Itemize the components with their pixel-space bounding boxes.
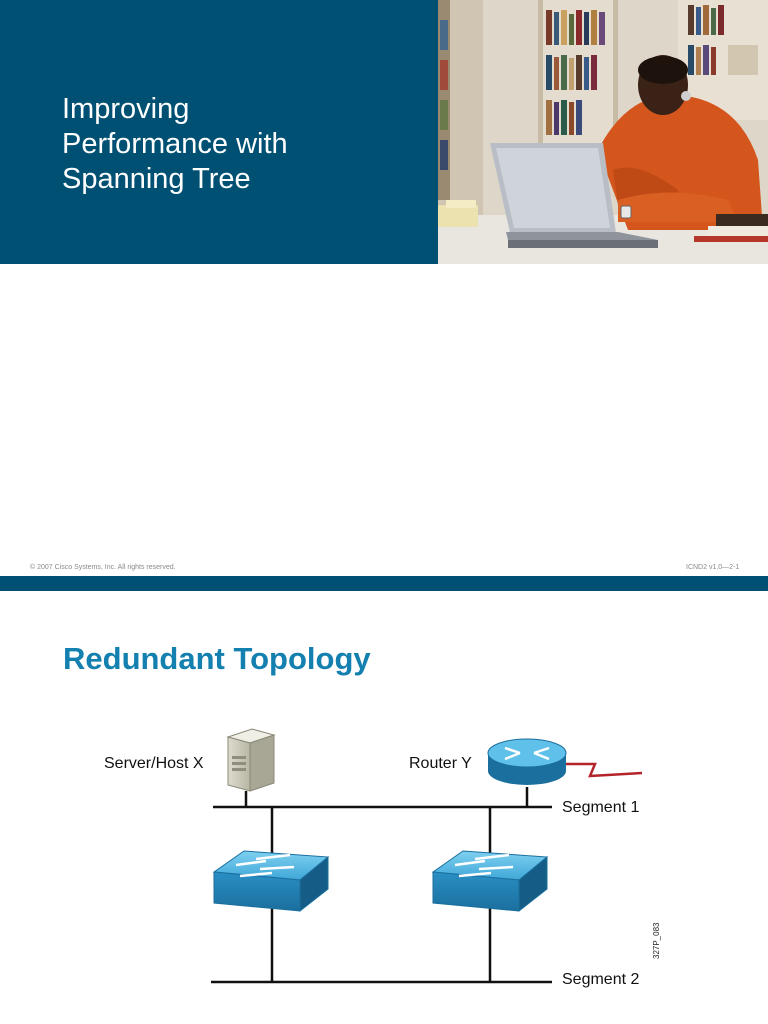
switch-icon — [212, 850, 330, 913]
redundant-topology-slide: Redundant Topology — [0, 591, 768, 1024]
slide-title-line-2: Performance with — [62, 128, 288, 160]
router-icon — [487, 738, 567, 785]
server-host-label: Server/Host X — [104, 755, 204, 772]
router-label: Router Y — [409, 755, 472, 772]
wan-link — [562, 762, 643, 778]
slide-title-line-1: Improving — [62, 93, 190, 125]
title-banner: Improving Performance with Spanning Tree — [0, 0, 438, 264]
slide-title: Redundant Topology — [63, 641, 371, 676]
server-icon — [226, 728, 276, 792]
slide-divider-bar — [0, 576, 768, 591]
segment-2-label: Segment 2 — [562, 971, 640, 988]
copyright-footer: © 2007 Cisco Systems, Inc. All rights re… — [30, 564, 176, 571]
segment-1-label: Segment 1 — [562, 799, 640, 816]
figure-code: 327P_083 — [652, 922, 661, 959]
slide-number-footer: ICND2 v1.0—2-1 — [686, 564, 740, 571]
switch-icon — [431, 850, 549, 913]
slide-title-line-3: Spanning Tree — [62, 163, 251, 195]
topology-diagram — [211, 728, 643, 984]
title-slide: Improving Performance with Spanning Tree — [0, 0, 768, 571]
student-laptop-photo — [438, 0, 768, 264]
